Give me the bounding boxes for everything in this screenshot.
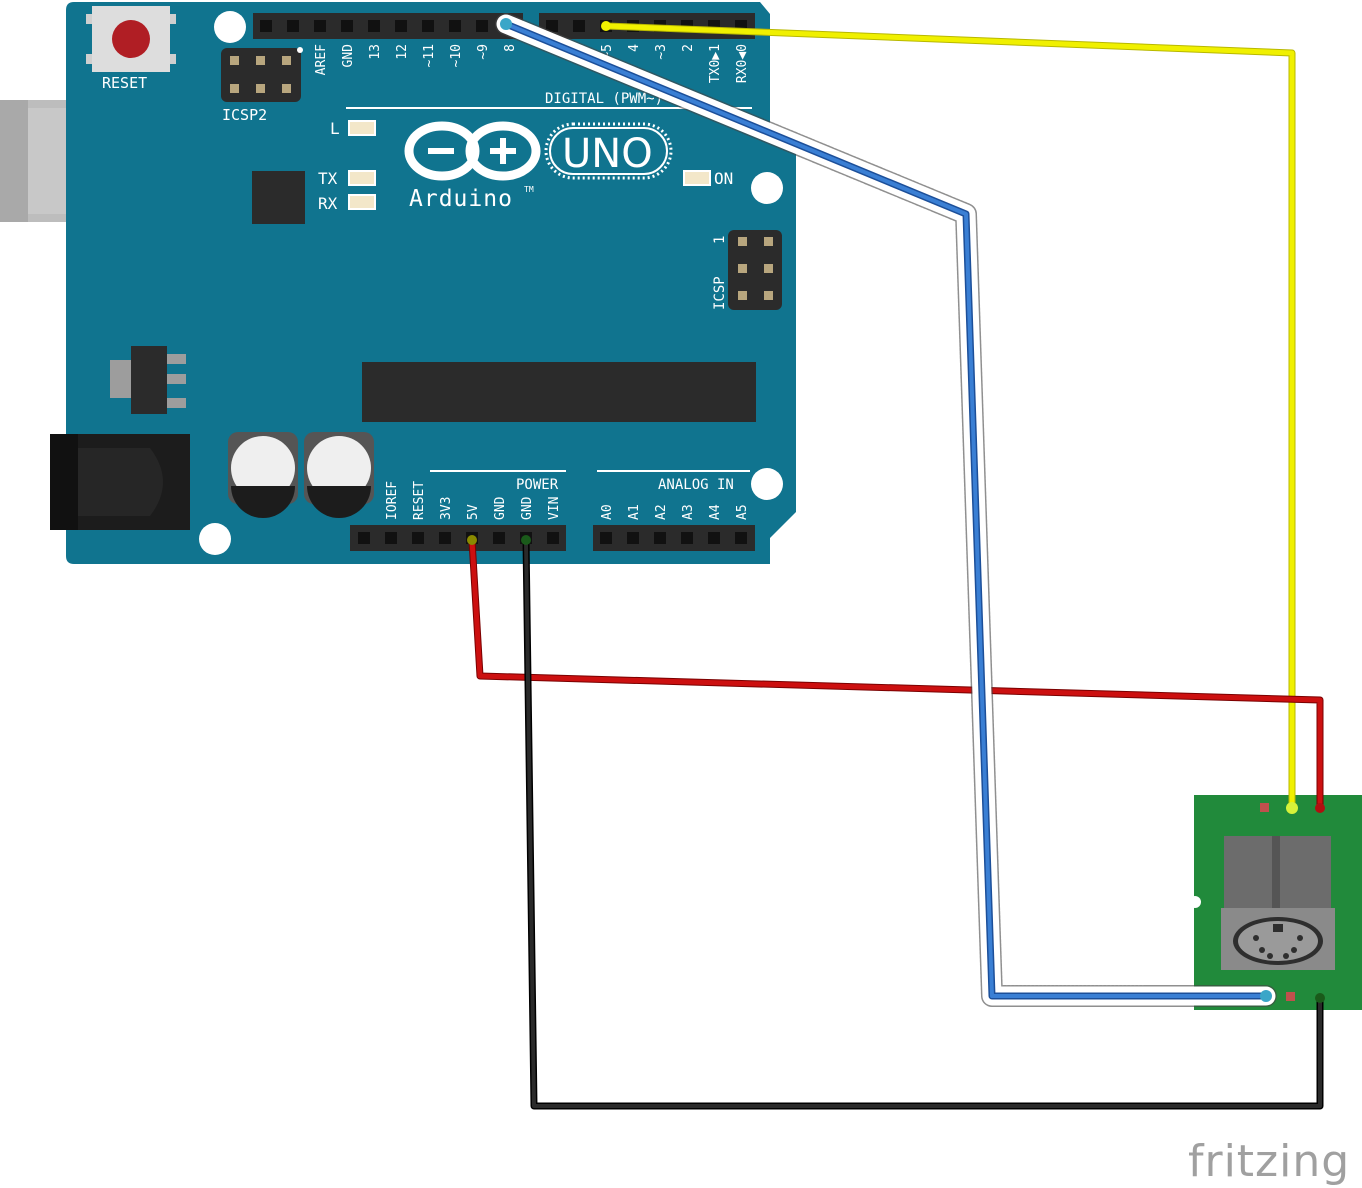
wire-black[interactable] [521, 535, 1325, 1110]
pin-label: 3V3 [439, 497, 454, 520]
pin-label: A2 [654, 504, 669, 520]
pin-label: A5 [735, 504, 750, 520]
icsp-pin1-label: 1 [712, 236, 728, 244]
led-rx [348, 194, 376, 210]
board-pcb [66, 2, 796, 564]
reset-label: RESET [102, 74, 147, 92]
pin-label: 4 [627, 44, 642, 52]
pin-label: GND [341, 44, 356, 68]
header-pin [493, 532, 505, 544]
pin-label: ~11 [422, 44, 437, 67]
header-pin [314, 20, 326, 32]
pin-label: ~9 [476, 44, 491, 60]
uno-badge [544, 122, 673, 180]
arduino-logo [404, 121, 541, 181]
pin-label: VIN [547, 497, 562, 520]
uno-model-label: UNO [562, 131, 653, 177]
icsp2-header [221, 47, 303, 102]
header-pin [412, 532, 424, 544]
usb-controller-chip [252, 171, 305, 224]
pin-label: GND [520, 496, 535, 520]
header-pin [341, 20, 353, 32]
header-pin [422, 20, 434, 32]
ps2-connector [1221, 836, 1335, 970]
pin-label: 13 [368, 44, 383, 60]
pin-label: 12 [395, 44, 410, 60]
pin-label: GND [493, 496, 508, 520]
capacitor [228, 432, 298, 518]
header-pin [449, 20, 461, 32]
header-pin [287, 20, 299, 32]
header-pin [358, 532, 370, 544]
icsp2-label: ICSP2 [222, 106, 267, 124]
header-pin [681, 532, 693, 544]
dc-power-jack [50, 434, 190, 530]
header-pin [260, 20, 272, 32]
pin-label: TX0▶1 [708, 44, 723, 83]
pin-label: AREF [314, 44, 329, 75]
icsp-label: ICSP [712, 276, 728, 310]
header-pin [547, 532, 559, 544]
led-tx [348, 170, 376, 186]
digital-label: DIGITAL (PWM~) [545, 91, 663, 107]
mounting-hole [199, 523, 231, 555]
pin-label: RESET [412, 481, 427, 520]
led-on [683, 170, 711, 186]
pin-label: A4 [708, 504, 723, 520]
pin-label: 2 [681, 44, 696, 52]
led-l [348, 120, 376, 136]
header-pin [395, 20, 407, 32]
wires [467, 13, 1325, 1110]
pin-label: A3 [681, 504, 696, 520]
wire-red[interactable] [467, 535, 1325, 813]
header-pin [573, 20, 585, 32]
header-pin [368, 20, 380, 32]
icsp-header [728, 230, 782, 310]
digital-header-left [253, 13, 523, 39]
led-tx-label: TX [318, 169, 338, 188]
header-pin [476, 20, 488, 32]
power-header [350, 525, 566, 551]
led-on-label: ON [714, 169, 733, 188]
header-pin [385, 532, 397, 544]
header-pin [735, 532, 747, 544]
power-analog-pin-labels: IOREF RESET 3V3 5V GND GND VIN A0 A1 A2 A3 A4 A5 [385, 481, 750, 520]
mounting-hole [751, 172, 783, 204]
atmega328-chip [362, 362, 756, 422]
reset-button[interactable] [86, 6, 176, 72]
header-pin [439, 532, 451, 544]
voltage-regulator [110, 346, 186, 414]
wire-blue[interactable] [495, 13, 1277, 1007]
pin-label: RX0◀0 [735, 44, 750, 83]
header-pin [627, 532, 639, 544]
analog-label: ANALOG IN [658, 477, 734, 493]
mounting-hole [214, 11, 246, 43]
capacitor [304, 432, 374, 518]
pin-label: A0 [600, 504, 615, 520]
pin-label: 5V [466, 504, 481, 520]
wire-yellow[interactable] [601, 21, 1298, 814]
mounting-hole [751, 468, 783, 500]
trademark: TM [524, 185, 534, 194]
pin-label: IOREF [385, 481, 400, 520]
header-pin [708, 532, 720, 544]
header-pin [546, 20, 558, 32]
power-label: POWER [516, 477, 559, 493]
pin-label: A1 [627, 504, 642, 520]
analog-header [593, 525, 755, 551]
ps2-module [1189, 795, 1362, 1010]
fritzing-watermark: fritzing [1188, 1136, 1350, 1187]
arduino-wordmark: Arduino [409, 186, 513, 212]
led-l-label: L [330, 119, 340, 138]
pin-label: ~3 [654, 44, 669, 60]
header-pin [654, 532, 666, 544]
header-pin [600, 532, 612, 544]
pin-label: 8 [503, 44, 518, 52]
pin-label: ~10 [449, 44, 464, 67]
led-rx-label: RX [318, 194, 338, 213]
